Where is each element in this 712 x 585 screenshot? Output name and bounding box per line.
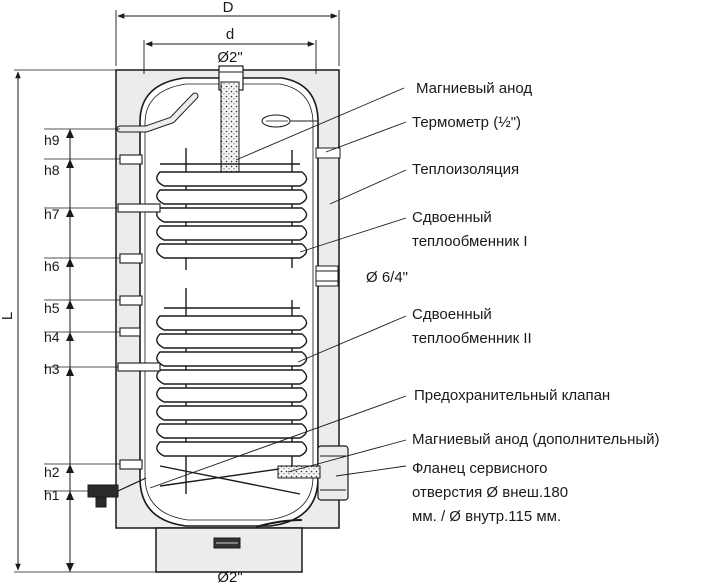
bottom-drain (255, 519, 303, 528)
height-label-h4: h4 (44, 329, 60, 345)
top-connection-label: Ø2" (217, 49, 242, 66)
callout-exchanger1-line2: теплообменник I (412, 233, 528, 250)
height-label-h9: h9 (44, 132, 60, 148)
callouts: Магниевый анод Термометр (½") Теплоизоля… (366, 80, 660, 525)
side-connection-label: Ø 6/4" (366, 269, 408, 286)
thermometer-port (315, 147, 341, 159)
height-label-h2: h2 (44, 464, 60, 480)
dimension-L: L (0, 69, 156, 573)
callout-flange-line2: отверстия Ø внеш.180 (412, 484, 568, 501)
height-markers (44, 128, 120, 572)
callout-flange-line3: мм. / Ø внутр.115 мм. (412, 508, 561, 525)
bottom-nozzle (213, 537, 241, 549)
height-label-h8: h8 (44, 162, 60, 178)
height-label-h6: h6 (44, 258, 60, 274)
left-connections (117, 154, 161, 470)
bottom-connection-label: Ø2" (217, 569, 242, 585)
callout-safety-valve: Предохранительный клапан (414, 387, 610, 404)
callout-anode-extra: Магниевый анод (дополнительный) (412, 431, 660, 448)
heat-exchanger-1 (156, 148, 308, 270)
dimension-L-label: L (0, 312, 16, 320)
height-label-h5: h5 (44, 300, 60, 316)
height-label-h3: h3 (44, 361, 60, 377)
leader-lines (149, 87, 407, 489)
dimension-D-label: D (223, 0, 234, 16)
safety-valve-stub (87, 477, 147, 508)
callout-exchanger2-line1: Сдвоенный (412, 306, 492, 323)
dimension-d: d Ø2" (143, 26, 317, 74)
dimension-D: D (115, 0, 340, 66)
thermometer-sleeve (261, 114, 318, 128)
callout-exchanger2-line2: теплообменник II (412, 330, 532, 347)
magnesium-anode (220, 81, 240, 173)
callout-exchanger1-line1: Сдвоенный (412, 209, 492, 226)
top-inlet-pipe (116, 92, 199, 133)
height-labels: h9 h8 h7 h6 h5 h4 h3 h2 h1 (44, 132, 60, 503)
service-flange (277, 445, 349, 501)
heat-exchanger-2 (156, 288, 308, 495)
height-label-h1: h1 (44, 487, 60, 503)
callout-flange-line1: Фланец сервисного (412, 460, 548, 477)
side-port-64 (315, 265, 339, 287)
height-label-h7: h7 (44, 206, 60, 222)
dimension-d-label: d (226, 26, 234, 43)
callout-insulation: Теплоизоляция (412, 161, 519, 178)
callout-thermometer: Термометр (½") (412, 114, 521, 131)
callout-anode: Магниевый анод (416, 80, 532, 97)
